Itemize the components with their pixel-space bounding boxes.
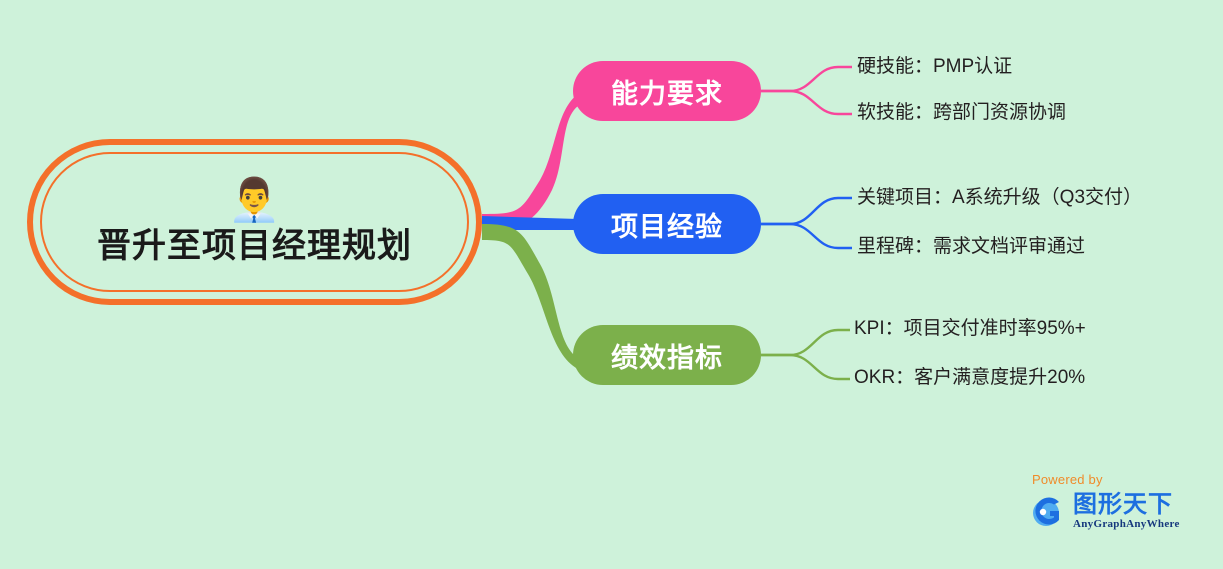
root-inner-ring bbox=[40, 152, 469, 292]
watermark-texts: 图形天下 AnyGraphAnyWhere bbox=[1073, 490, 1180, 531]
brand-logo-icon bbox=[1033, 497, 1059, 526]
branch-connector-abilities bbox=[482, 94, 578, 230]
branch-label-abilities: 能力要求 bbox=[611, 78, 723, 109]
leaf-connector-projects-1 bbox=[761, 196, 852, 226]
branch-node-performance[interactable]: 绩效指标 bbox=[573, 325, 761, 385]
leaf-node-projects-2[interactable]: 里程碑：需求文档评审通过 bbox=[857, 236, 1086, 257]
watermark-brand-row: 图形天下 AnyGraphAnyWhere bbox=[1029, 491, 1197, 531]
leaf-connector-projects-2 bbox=[761, 222, 852, 250]
branch-node-abilities[interactable]: 能力要求 bbox=[573, 61, 761, 121]
branch-node-projects[interactable]: 项目经验 bbox=[573, 194, 761, 254]
branch-label-projects: 项目经验 bbox=[611, 211, 723, 242]
leaf-node-projects-1[interactable]: 关键项目：A系统升级（Q3交付） bbox=[857, 187, 1143, 208]
branch-connector-performance bbox=[482, 224, 578, 369]
watermark-brand-cn: 图形天下 bbox=[1073, 490, 1173, 518]
root-node[interactable]: 👨‍💼 晋升至项目经理规划 bbox=[27, 139, 482, 305]
watermark-powered-by: Powered by bbox=[1032, 472, 1103, 487]
watermark-brand-en: AnyGraphAnyWhere bbox=[1073, 517, 1180, 530]
root-content: 👨‍💼 晋升至项目经理规划 bbox=[33, 145, 476, 299]
branch-connector-projects bbox=[482, 216, 578, 230]
leaf-node-performance-2[interactable]: OKR：客户满意度提升20% bbox=[854, 367, 1086, 388]
businessman-icon: 👨‍💼 bbox=[228, 175, 281, 223]
watermark: Powered by 图形天下 AnyGraphAnyWhere bbox=[1029, 472, 1197, 540]
branch-label-performance: 绩效指标 bbox=[611, 342, 723, 373]
leaf-node-performance-1[interactable]: KPI：项目交付准时率95%+ bbox=[854, 318, 1086, 339]
leaf-node-abilities-1[interactable]: 硬技能：PMP认证 bbox=[857, 56, 1013, 77]
leaf-connector-abilities-1 bbox=[761, 65, 852, 93]
leaf-connector-abilities-2 bbox=[761, 89, 852, 116]
root-label: 晋升至项目经理规划 bbox=[97, 226, 412, 265]
leaf-node-abilities-2[interactable]: 软技能：跨部门资源协调 bbox=[857, 102, 1067, 123]
leaf-connector-performance-1 bbox=[761, 328, 850, 357]
leaf-connector-performance-2 bbox=[761, 353, 850, 381]
